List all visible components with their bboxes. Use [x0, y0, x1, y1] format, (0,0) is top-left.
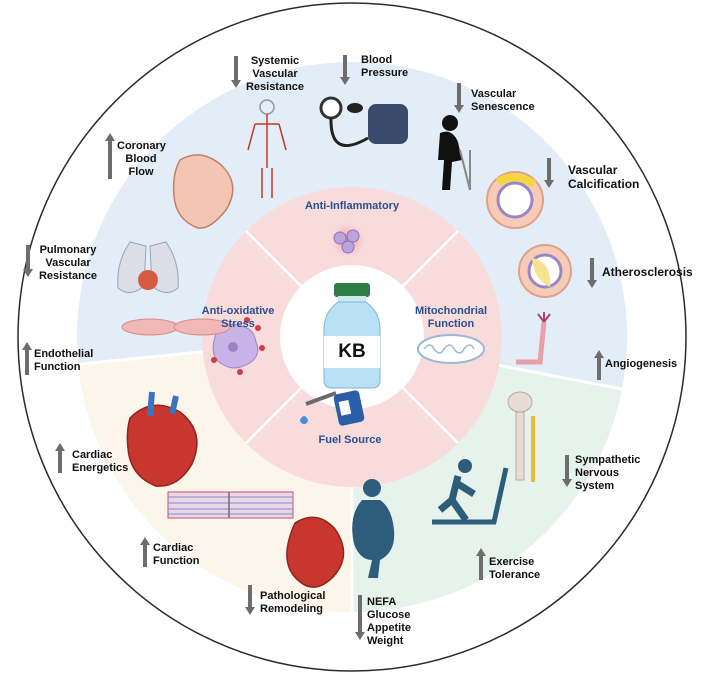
effect-label: Exercise Tolerance	[489, 556, 541, 581]
up-arrow-icon	[105, 133, 115, 179]
anti-inflammatory-label: Anti-Inflammatory	[304, 200, 400, 212]
vascular-system-figure	[247, 99, 287, 198]
lungs-heart-illustration	[117, 241, 179, 293]
effect-label: Vascular Calcification	[568, 163, 640, 191]
effect-label: Vascular Senescence	[471, 88, 535, 113]
mitochondrial-function-label: Mitochondrial Function	[414, 305, 488, 330]
up-arrow-icon	[55, 443, 65, 473]
fuel-pump-icon	[300, 390, 365, 426]
effect-label: Pulmonary Vascular Resistance	[38, 244, 98, 282]
remodeled-heart-illustration	[286, 516, 345, 588]
up-arrow-icon	[594, 350, 604, 380]
effect-label: Endothelial Function	[34, 348, 94, 373]
calcified-vessel-icon	[486, 171, 544, 229]
effect-label: Cardiac Function	[153, 542, 200, 567]
effect-label: Systemic Vascular Resistance	[245, 55, 305, 93]
mitochondrion-icon	[417, 334, 485, 364]
effect-label: Sympathetic Nervous System	[575, 454, 641, 492]
effect-label: Coronary Blood Flow	[117, 140, 166, 178]
effect-label: Angiogenesis	[605, 358, 678, 370]
down-arrow-icon	[587, 258, 597, 288]
blood-pressure-cuff-icon	[319, 96, 408, 148]
oxidative-stress-icon	[210, 317, 265, 375]
kb-bottle-label: KB	[338, 341, 366, 362]
effect-label: Atherosclerosis	[602, 265, 693, 279]
up-arrow-icon	[140, 537, 150, 567]
inflammation-cells-icon	[328, 220, 368, 260]
atherosclerotic-vessel-icon	[518, 244, 572, 298]
heart-illustration	[172, 154, 234, 229]
effect-label: Cardiac Energetics	[72, 449, 129, 474]
down-arrow-icon	[454, 83, 464, 113]
elderly-person-walker-icon	[438, 115, 471, 191]
spinal-nervous-system-icon	[507, 391, 535, 482]
treadmill-runner-icon	[432, 459, 509, 525]
down-arrow-icon	[245, 585, 255, 615]
anti-oxidative-stress-label: Anti-oxidative Stress	[201, 305, 275, 330]
down-arrow-icon	[355, 595, 365, 640]
effect-label: NEFA Glucose Appetite Weight	[367, 596, 411, 647]
down-arrow-icon	[544, 158, 554, 188]
down-arrow-icon	[340, 55, 350, 85]
down-arrow-icon	[231, 56, 241, 88]
up-arrow-icon	[476, 548, 486, 580]
effect-label: Blood Pressure	[361, 54, 409, 79]
angiogenesis-vessel-icon	[516, 312, 551, 365]
down-arrow-icon	[562, 455, 572, 487]
up-arrow-icon	[22, 342, 32, 375]
kb-bottle-icon	[323, 283, 381, 389]
myofibril-strip-icon	[167, 491, 294, 519]
cardiac-anatomy-illustration	[126, 391, 198, 487]
obese-person-silhouette	[352, 479, 395, 578]
down-arrow-icon	[23, 245, 33, 277]
fuel-source-label: Fuel Source	[318, 434, 382, 446]
effect-label: Pathological Remodeling	[260, 590, 326, 615]
endothelial-cells-icon	[121, 318, 231, 336]
